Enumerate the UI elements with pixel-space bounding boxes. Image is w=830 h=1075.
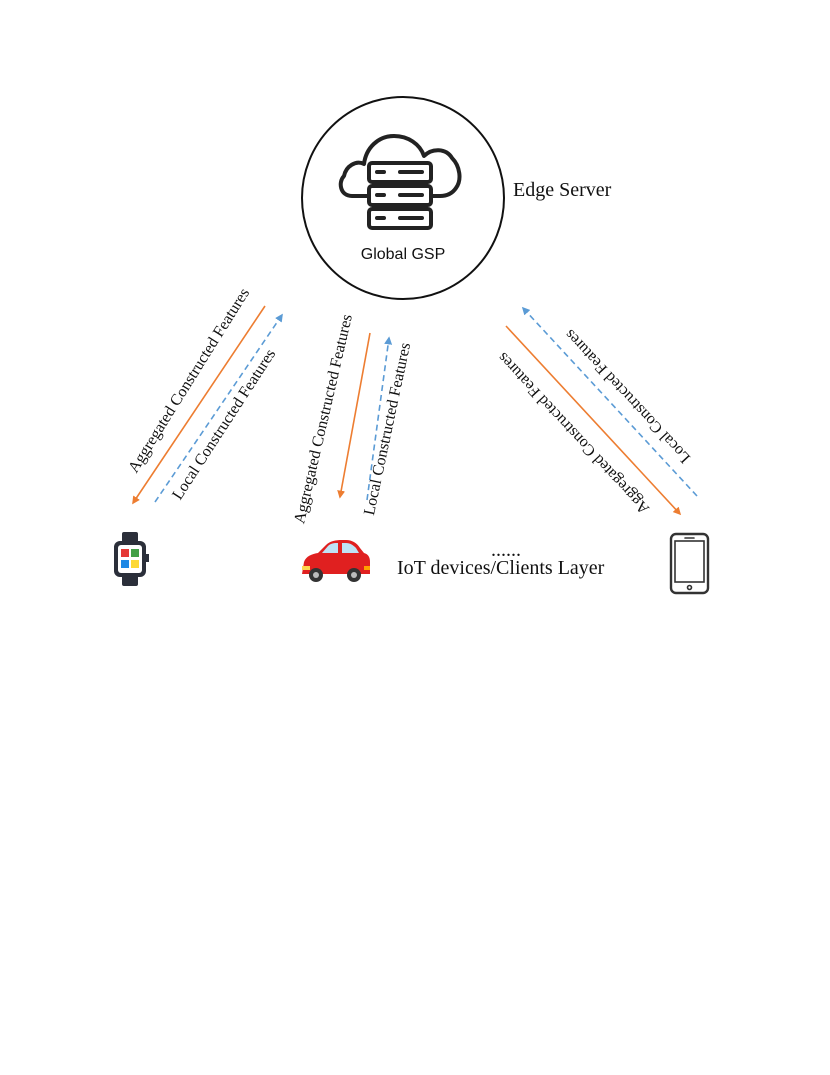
global-gsp-label: Global GSP: [361, 246, 445, 263]
local-label-middle: Local Constructed Features: [361, 341, 414, 517]
clients-layer-label: IoT devices/Clients Layer: [397, 557, 605, 579]
aggregated-arrow-left: [132, 305, 266, 505]
link-car: Aggregated Constructed Features Local Co…: [291, 313, 414, 525]
cloud-server-icon: [338, 134, 462, 230]
edge-server-node: Global GSP: [301, 96, 505, 300]
aggregated-label-right: Aggregated Constructed Features: [494, 349, 652, 517]
device-ellipsis: ......: [491, 539, 521, 561]
aggregated-arrow-right: [505, 325, 682, 516]
aggregated-label-middle: Aggregated Constructed Features: [291, 313, 356, 525]
edge-server-title: Edge Server: [513, 179, 612, 201]
smartwatch-icon: [114, 532, 149, 586]
smartphone-icon: [669, 532, 710, 595]
link-smartphone: Aggregated Constructed Features Local Co…: [494, 306, 698, 517]
link-smartwatch: Aggregated Constructed Features Local Co…: [125, 285, 283, 505]
car-icon: [302, 540, 370, 582]
local-arrow-middle: [366, 336, 393, 501]
aggregated-arrow-middle: [337, 332, 371, 499]
aggregated-label-left: Aggregated Constructed Features: [125, 285, 253, 476]
local-arrow-left: [154, 313, 283, 503]
local-arrow-right: [521, 306, 698, 497]
